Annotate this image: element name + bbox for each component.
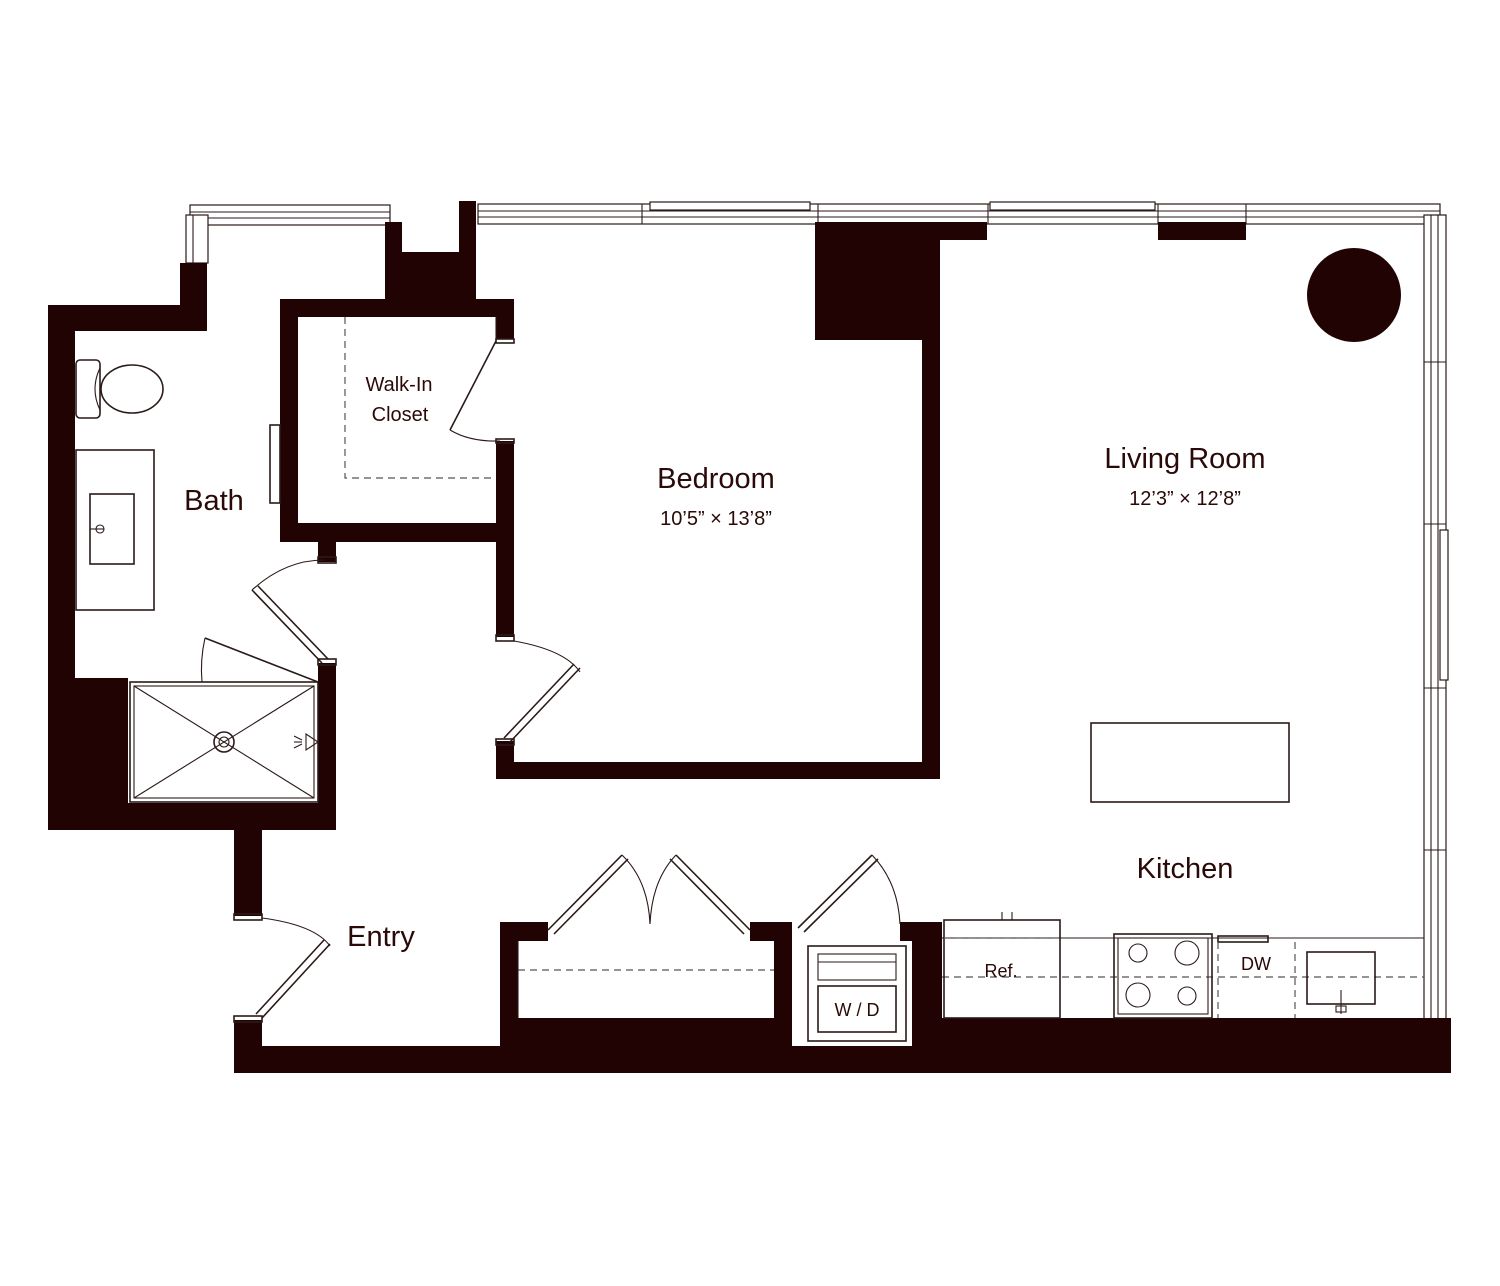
closet-door[interactable] [449, 338, 515, 444]
top-window-strip [189, 201, 1441, 226]
walk-in-closet-label-line2: Closet [372, 404, 429, 426]
walk-in-closet-label-line1: Walk-In [365, 374, 432, 396]
right-window-strip [1423, 214, 1449, 1022]
shower-door[interactable] [200, 637, 319, 683]
hall-closet [517, 941, 774, 1018]
structural-column [1307, 248, 1401, 342]
bath-vanity [75, 449, 155, 611]
refrigerator [943, 912, 1061, 1019]
bath-door[interactable] [251, 556, 337, 666]
living-room-dimensions: 12’3” × 12’8” [1129, 488, 1241, 510]
cooktop [1113, 933, 1213, 1019]
bath-label: Bath [184, 485, 244, 517]
walls [48, 201, 1451, 1073]
kitchen-island [1090, 722, 1290, 803]
refrigerator-label: Ref. [984, 961, 1017, 981]
washer-dryer [807, 945, 907, 1042]
entry-label: Entry [347, 921, 415, 953]
toilet [75, 359, 164, 419]
hall-closet-doors[interactable] [547, 854, 751, 935]
bath-pocket-door[interactable] [269, 424, 281, 504]
dishwasher [1217, 935, 1296, 1018]
laundry-door[interactable] [797, 854, 901, 933]
kitchen-label: Kitchen [1137, 853, 1234, 885]
washer-dryer-label: W / D [835, 1000, 880, 1020]
kitchen-sink [1306, 951, 1376, 1014]
bedroom-label: Bedroom [657, 463, 775, 495]
living-room-label: Living Room [1104, 443, 1265, 475]
shower [129, 681, 319, 803]
closet-shelf-line [344, 317, 497, 479]
entry-door[interactable] [233, 913, 331, 1023]
bedroom-door[interactable] [495, 634, 581, 746]
bath-window-strip [185, 214, 209, 264]
bedroom-dimensions: 10’5” × 13’8” [660, 508, 772, 530]
dishwasher-label: DW [1241, 954, 1271, 974]
